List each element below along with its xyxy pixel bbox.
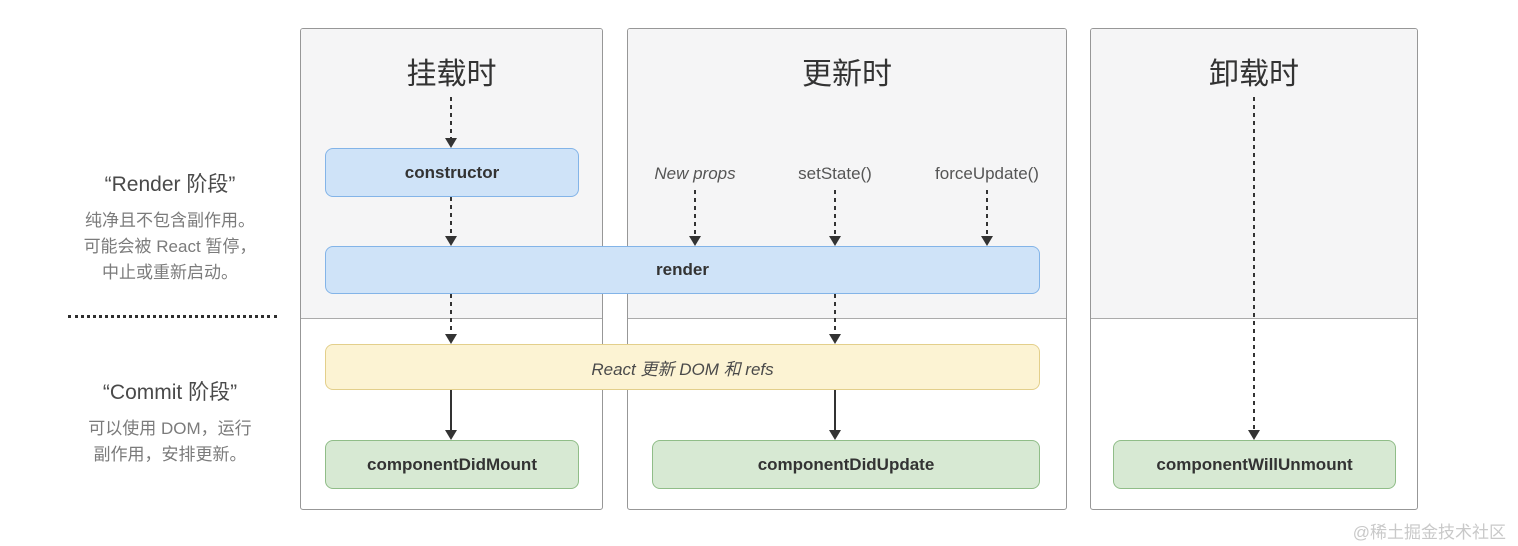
arrowhead (689, 236, 701, 246)
render-phase-desc-line: 可能会被 React 暂停， (83, 237, 257, 256)
render-phase-desc-line: 纯净且不包含副作用。 (85, 211, 255, 230)
arrow-unmounting-title-to-willunmount (1253, 97, 1255, 430)
arrow-render-to-dom-update-mount (450, 294, 452, 334)
arrowhead (829, 430, 841, 440)
unmounting-column-title: 卸载时 (1209, 58, 1299, 91)
arrow-constructor-to-render (450, 197, 452, 236)
arrow-newprops-to-render (694, 190, 696, 236)
watermark: @稀土掘金技术社区 (1352, 523, 1506, 542)
arrowhead (1248, 430, 1260, 440)
arrowhead (445, 138, 457, 148)
constructor-box[interactable]: constructor (325, 148, 579, 197)
render-box[interactable]: render (325, 246, 1040, 294)
arrow-forceupdate-to-render (986, 190, 988, 236)
arrow-setstate-to-render (834, 190, 836, 236)
render-phase-annotation: “Render 阶段” 纯净且不包含副作用。 可能会被 React 暂停， 中止… (55, 168, 285, 286)
phase-divider (68, 315, 277, 318)
arrow-mounting-title-to-constructor (450, 97, 452, 138)
arrow-dom-update-to-didupdate (834, 390, 836, 430)
setstate-label: setState() (798, 164, 872, 183)
arrowhead (445, 430, 457, 440)
updating-column-title: 更新时 (802, 58, 892, 91)
forceupdate-label: forceUpdate() (935, 164, 1039, 183)
component-did-mount-box[interactable]: componentDidMount (325, 440, 579, 489)
new-props-label: New props (654, 164, 736, 183)
commit-phase-annotation: “Commit 阶段” 可以使用 DOM，运行 副作用，安排更新。 (55, 376, 285, 468)
commit-phase-desc-line: 副作用，安排更新。 (93, 445, 247, 464)
component-did-update-box[interactable]: componentDidUpdate (652, 440, 1040, 489)
component-will-unmount-box[interactable]: componentWillUnmount (1113, 440, 1396, 489)
arrowhead (445, 334, 457, 344)
arrowhead (829, 236, 841, 246)
arrow-render-to-dom-update-update (834, 294, 836, 334)
mounting-column-title: 挂载时 (406, 58, 497, 91)
commit-phase-title: “Commit 阶段” (102, 381, 238, 404)
arrowhead (445, 236, 457, 246)
arrow-dom-update-to-didmount (450, 390, 452, 430)
render-phase-title: “Render 阶段” (104, 173, 236, 196)
arrowhead (981, 236, 993, 246)
commit-phase-desc-line: 可以使用 DOM，运行 (88, 419, 252, 438)
react-updates-dom-box[interactable]: React 更新 DOM 和 refs (325, 344, 1040, 390)
render-phase-desc-line: 中止或重新启动。 (102, 263, 238, 282)
arrowhead (829, 334, 841, 344)
